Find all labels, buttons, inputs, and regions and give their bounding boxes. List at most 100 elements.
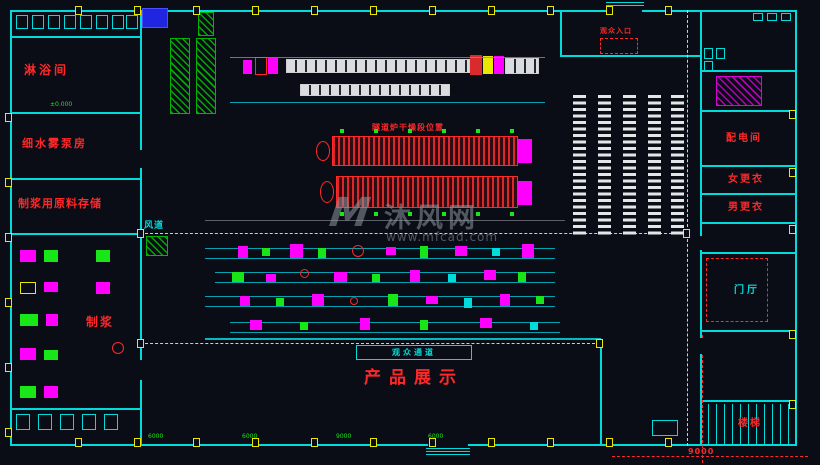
door-opening	[139, 360, 143, 380]
column-marker	[789, 330, 796, 339]
sensor-mark	[476, 212, 480, 216]
equipment-block	[238, 246, 248, 258]
watermark-url: www.mfcad.com	[386, 230, 499, 244]
wall	[10, 112, 141, 114]
equipment-block	[240, 296, 250, 306]
equipment-block	[44, 350, 58, 360]
column-marker	[488, 438, 495, 447]
column-marker	[134, 6, 141, 15]
conveyor-line	[205, 258, 555, 259]
column-marker	[429, 438, 436, 447]
fixture	[38, 414, 52, 430]
equipment-block	[484, 270, 496, 280]
column-marker	[789, 168, 796, 177]
column-marker	[488, 6, 495, 15]
wall	[10, 36, 141, 38]
visitor-channel-box: 观众通道	[356, 345, 472, 360]
equipment-block	[386, 247, 396, 255]
room-label-lobby: 门厅	[734, 285, 760, 296]
storage-rack	[598, 95, 611, 235]
visitor-channel-label: 观众通道	[392, 347, 436, 357]
column-marker	[789, 225, 796, 234]
machine-unit	[483, 56, 493, 74]
wall	[10, 178, 141, 180]
equipment-block	[410, 270, 420, 282]
fixture	[112, 15, 124, 29]
equipment-block	[20, 386, 36, 398]
sensor-mark	[408, 212, 412, 216]
machine-cap	[316, 141, 330, 161]
wall	[700, 330, 797, 332]
shaft-hatch	[716, 76, 762, 106]
sensor-mark	[510, 129, 514, 133]
column-marker	[596, 339, 603, 348]
fixture	[82, 414, 96, 430]
equipment-block	[232, 272, 244, 282]
machine-cap	[320, 181, 334, 203]
conveyor-line	[230, 322, 560, 323]
sensor-mark	[374, 129, 378, 133]
door-opening	[428, 443, 468, 448]
room-label-stairs: 楼梯	[738, 418, 762, 429]
conveyor-line	[205, 306, 555, 307]
equipment-block	[44, 250, 58, 262]
fixture	[32, 15, 44, 29]
column-marker	[370, 6, 377, 15]
wall	[560, 55, 701, 57]
conveyor-line	[230, 57, 545, 58]
dim-bottom: 9000	[336, 433, 352, 440]
equipment-block	[290, 244, 303, 258]
hydrant-symbol	[112, 342, 124, 354]
fixture	[104, 414, 118, 430]
equipment-block	[455, 246, 467, 256]
wall	[700, 70, 797, 72]
equipment-block	[300, 322, 308, 330]
equipment-circle	[350, 297, 358, 305]
level-mark: ±0.000	[50, 101, 73, 108]
dryer-line-segments	[286, 59, 470, 73]
fixture	[48, 15, 60, 29]
room-label-women-locker: 女更衣	[728, 174, 764, 185]
machine-unit	[494, 56, 504, 74]
fixture	[767, 13, 777, 21]
fixture	[16, 15, 28, 29]
machine-unit	[243, 60, 252, 74]
wall	[700, 110, 797, 112]
fixture	[126, 15, 138, 29]
dim-bottom: 6000	[428, 433, 444, 440]
watermark: M 沐风网 www.mfcad.com	[327, 190, 550, 256]
wall	[700, 165, 797, 167]
equipment-block	[44, 282, 58, 292]
fixture	[96, 15, 108, 29]
reference-box	[600, 38, 638, 54]
sensor-mark	[476, 129, 480, 133]
column-marker	[665, 438, 672, 447]
air-shaft-hatch	[196, 38, 216, 114]
equipment-block	[420, 246, 428, 258]
note-dryer: 隧道炉干燥段位置	[372, 123, 444, 132]
column-marker	[606, 6, 613, 15]
equipment-block	[20, 282, 36, 294]
wall	[700, 252, 797, 254]
equipment-block	[20, 348, 36, 360]
equipment-block	[96, 282, 110, 294]
machine-unit	[470, 55, 482, 75]
column-marker	[252, 438, 259, 447]
storage-rack	[648, 95, 661, 235]
dim-bottom: 6000	[148, 433, 164, 440]
equipment-block	[312, 294, 324, 306]
stair-treads	[708, 404, 794, 444]
equipment-block	[536, 296, 544, 304]
air-shaft-hatch	[170, 38, 190, 114]
room-label-shower: 淋浴间	[24, 63, 70, 77]
room-label-raw-storage: 制浆用原料存储	[18, 197, 102, 210]
column-marker	[5, 298, 12, 307]
equipment-block	[318, 248, 326, 258]
conveyor-line	[215, 272, 555, 273]
equipment-block	[262, 248, 270, 256]
wall	[700, 400, 797, 402]
equipment-block	[334, 272, 347, 282]
column-marker	[193, 6, 200, 15]
column-marker	[429, 6, 436, 15]
